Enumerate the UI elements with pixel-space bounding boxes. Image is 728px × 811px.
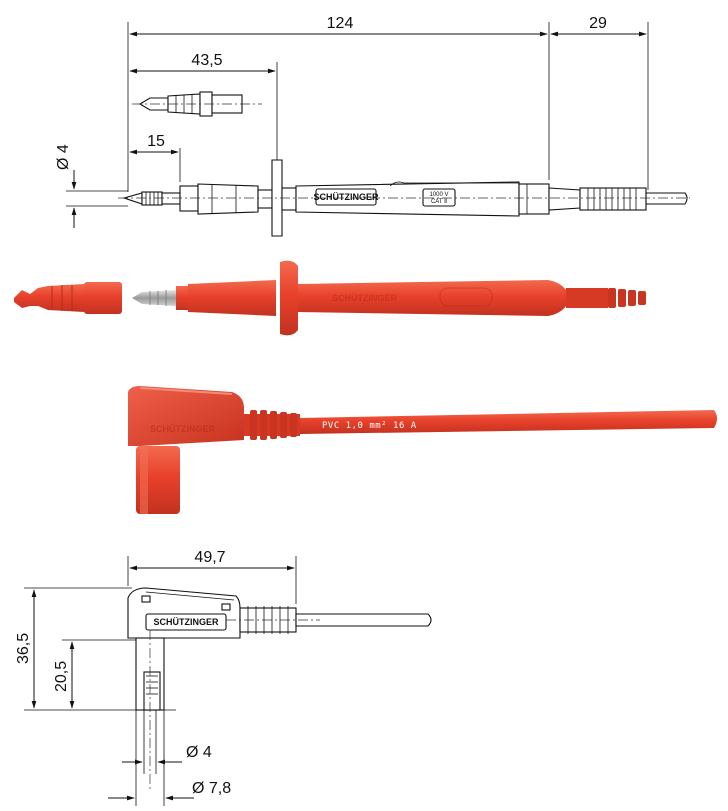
dim-pin-height: 20,5 — [53, 661, 70, 692]
dim-tip-diameter: Ø 4 — [55, 144, 72, 170]
dim-cap-length: 43,5 — [191, 52, 222, 69]
bottom-brand-label: SCHÜTZINGER — [154, 617, 220, 627]
red-probe-guard — [280, 260, 298, 336]
dim-total-length: 124 — [327, 15, 354, 32]
red-probe: SCHÜTZINGER — [14, 260, 646, 336]
probe-outline: SCHÜTZINGER 1000 V CAT Ⅱ — [118, 159, 690, 237]
red-probe-brand: SCHÜTZINGER — [332, 293, 398, 303]
red-probe-cap — [14, 284, 84, 312]
dim-total-height: 36,5 — [15, 633, 32, 664]
dim-tip-length: 15 — [147, 133, 165, 150]
red-plug: PVC 1,0 mm² 16 A SCHÜTZINGER — [128, 386, 717, 514]
top-rating-voltage: 1000 V — [429, 192, 448, 198]
bottom-plug-drawing: 49,7 36,5 20,5 SCHÜTZINGER — [15, 549, 432, 806]
top-rating-category: CAT Ⅱ — [431, 199, 447, 205]
dim-sleeve-diameter: Ø 7,8 — [192, 780, 231, 797]
red-plug-brand: SCHÜTZINGER — [150, 424, 216, 434]
top-brand-label: SCHÜTZINGER — [314, 192, 380, 202]
top-probe-drawing: 124 29 43,5 15 Ø 4 — [55, 15, 690, 237]
red-plug-cable-print: PVC 1,0 mm² 16 A — [322, 421, 417, 431]
dim-length: 49,7 — [194, 549, 225, 566]
cap-outline — [132, 91, 262, 117]
dim-cable-length: 29 — [589, 15, 607, 32]
red-plug-cable — [300, 410, 717, 434]
red-plug-body — [128, 386, 244, 446]
dim-pin-diameter: Ø 4 — [186, 744, 212, 761]
